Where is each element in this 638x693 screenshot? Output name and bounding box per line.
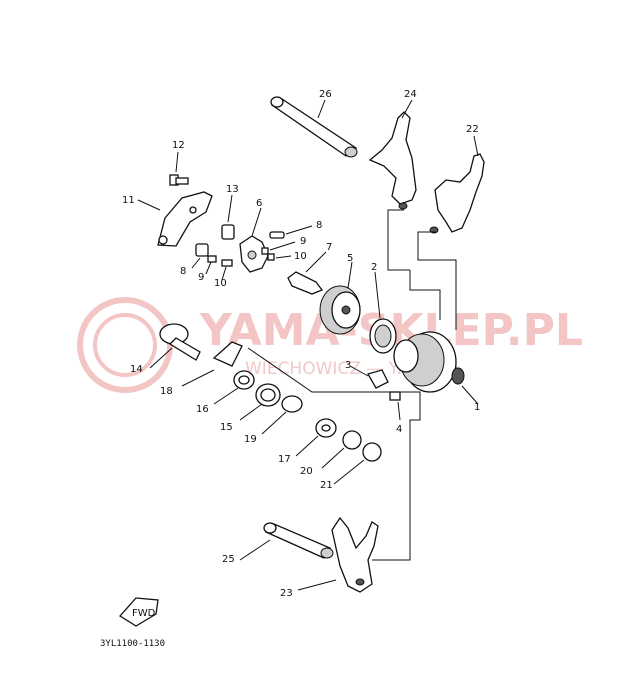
shift-shaft: [149, 323, 201, 369]
callout-10b: 10: [214, 278, 227, 289]
washer-20: [321, 430, 362, 469]
callout-7: 7: [326, 242, 332, 253]
fwd-arrow: FWD: [119, 597, 159, 627]
segment: [239, 207, 269, 273]
washer-16: [213, 370, 255, 405]
spring-19: [261, 395, 303, 435]
washer-17: [295, 418, 337, 457]
callout-14: 14: [130, 364, 143, 375]
callout-4: 4: [396, 424, 402, 435]
callout-9a: 9: [300, 236, 306, 247]
callout-16: 16: [196, 404, 209, 415]
oil-seal-15: [239, 383, 281, 421]
callout-25: 25: [222, 554, 235, 565]
callout-numbers: 1 2 3 4 5 6 7 8 8 9 9 10 10 11 12 13 14 …: [122, 89, 480, 599]
shift-drum: [393, 331, 479, 405]
callout-24: 24: [404, 89, 417, 100]
callout-20: 20: [300, 466, 313, 477]
circlip-21: [333, 442, 382, 485]
callout-8a: 8: [316, 220, 322, 231]
callout-3: 3: [345, 360, 351, 371]
shift-fork-lower: [297, 516, 379, 593]
pawl-plate: [349, 365, 389, 389]
callout-15: 15: [220, 422, 233, 433]
stopper-bolt: [169, 151, 189, 186]
callout-2: 2: [371, 262, 377, 273]
guide-bar-upper: [270, 96, 358, 158]
callout-1: 1: [474, 402, 480, 413]
callout-21: 21: [320, 480, 333, 491]
shift-fork-upper: [368, 99, 417, 210]
callout-19: 19: [244, 434, 257, 445]
callout-11: 11: [122, 195, 135, 206]
callout-12: 12: [172, 140, 185, 151]
stopper-lever: [137, 191, 213, 247]
shift-drum-bolt: [287, 251, 327, 295]
fwd-label: FWD: [132, 608, 156, 619]
callout-18: 18: [160, 386, 173, 397]
screw: [389, 391, 401, 421]
assembly-lines: [247, 209, 457, 561]
pin-set-lower: [191, 243, 233, 281]
callout-17: 17: [278, 454, 291, 465]
callout-26: 26: [319, 89, 332, 100]
callout-23: 23: [280, 588, 293, 599]
bearing: [369, 271, 397, 354]
shift-fork-right: [429, 135, 485, 234]
collar: [221, 194, 235, 240]
pin-set-upper: [261, 225, 313, 261]
callout-13: 13: [226, 184, 239, 195]
callout-9b: 9: [198, 272, 204, 283]
diagram-code: 3YL1100-1130: [100, 639, 165, 649]
callout-8b: 8: [180, 266, 186, 277]
callout-6: 6: [256, 198, 262, 209]
callout-5: 5: [347, 253, 353, 264]
shift-drum-cam: [319, 261, 361, 335]
callout-22: 22: [466, 124, 479, 135]
callout-10a: 10: [294, 251, 307, 262]
guide-bar-lower: [239, 522, 334, 561]
circlip-18: [181, 341, 243, 387]
